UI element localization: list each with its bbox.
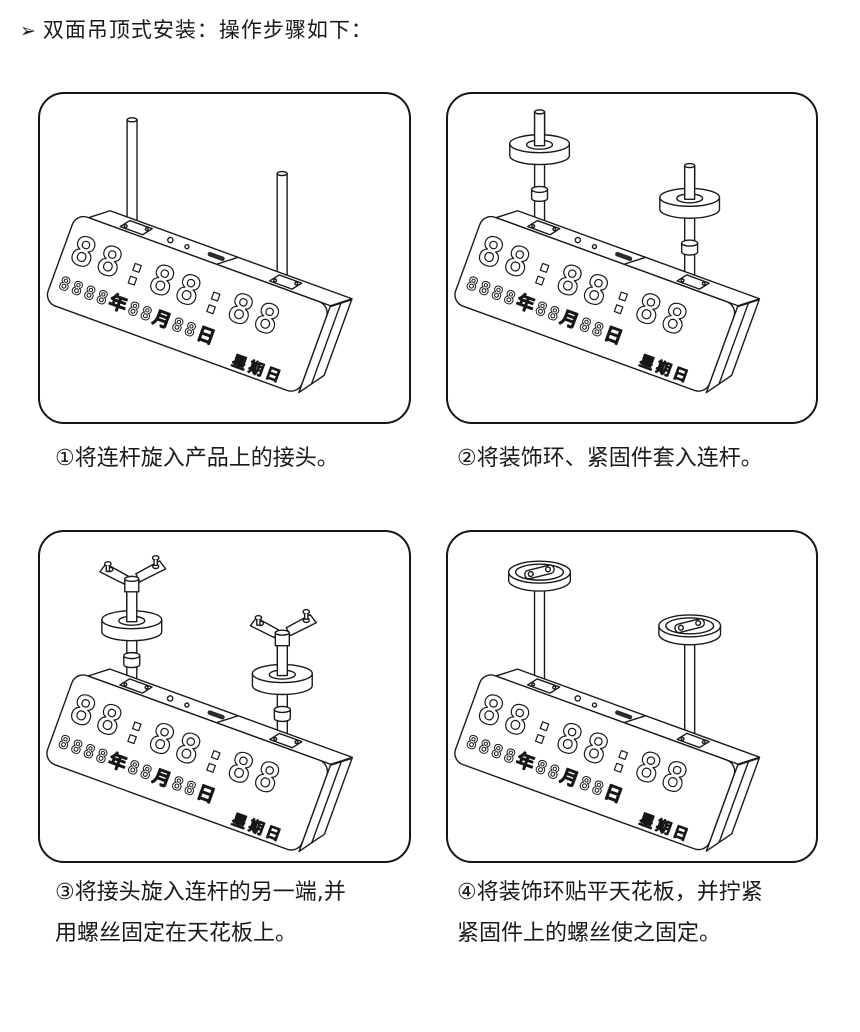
step-2-illustration [450,109,761,402]
section-title: ➢双面吊顶式安装：操作步骤如下： [20,14,373,44]
section-title-text: 双面吊顶式安装：操作步骤如下： [42,18,373,42]
step-4-caption: ④将装饰环贴平天花板，并拧紧 紧固件上的螺丝使之固定。 [457,872,763,954]
caption-line: ②将装饰环、紧固件套入连杆。 [457,446,763,471]
step-2-caption: ②将装饰环、紧固件套入连杆。 [457,438,763,479]
step-3-panel [38,530,411,863]
connecting-rod [99,555,167,681]
caption-line: 用螺丝固定在天花板上。 [55,921,298,946]
step-4-panel [446,530,818,863]
connecting-rod [659,162,721,278]
caption-line: ④将装饰环贴平天花板，并拧紧 [457,880,763,905]
step-3-illustration [42,555,354,861]
step-4-illustration [450,560,761,860]
step-1-caption: ①将连杆旋入产品上的接头。 [55,438,339,479]
step-1-panel [38,92,411,424]
connecting-rod [126,117,138,222]
connecting-rod [509,109,571,224]
connecting-rod [658,614,722,734]
caption-line: ①将连杆旋入产品上的接头。 [55,446,339,471]
step-2-panel [446,92,818,424]
step-1-illustration [43,117,353,402]
connecting-rod [249,608,317,735]
arrow-bullet-icon: ➢ [20,20,37,42]
caption-line: ③将接头旋入连杆的另一端,并 [55,880,346,905]
caption-line: 紧固件上的螺丝使之固定。 [457,921,722,946]
connecting-rod [507,560,572,681]
connecting-rod [276,170,288,276]
step-3-caption: ③将接头旋入连杆的另一端,并 用螺丝固定在天花板上。 [55,872,346,954]
